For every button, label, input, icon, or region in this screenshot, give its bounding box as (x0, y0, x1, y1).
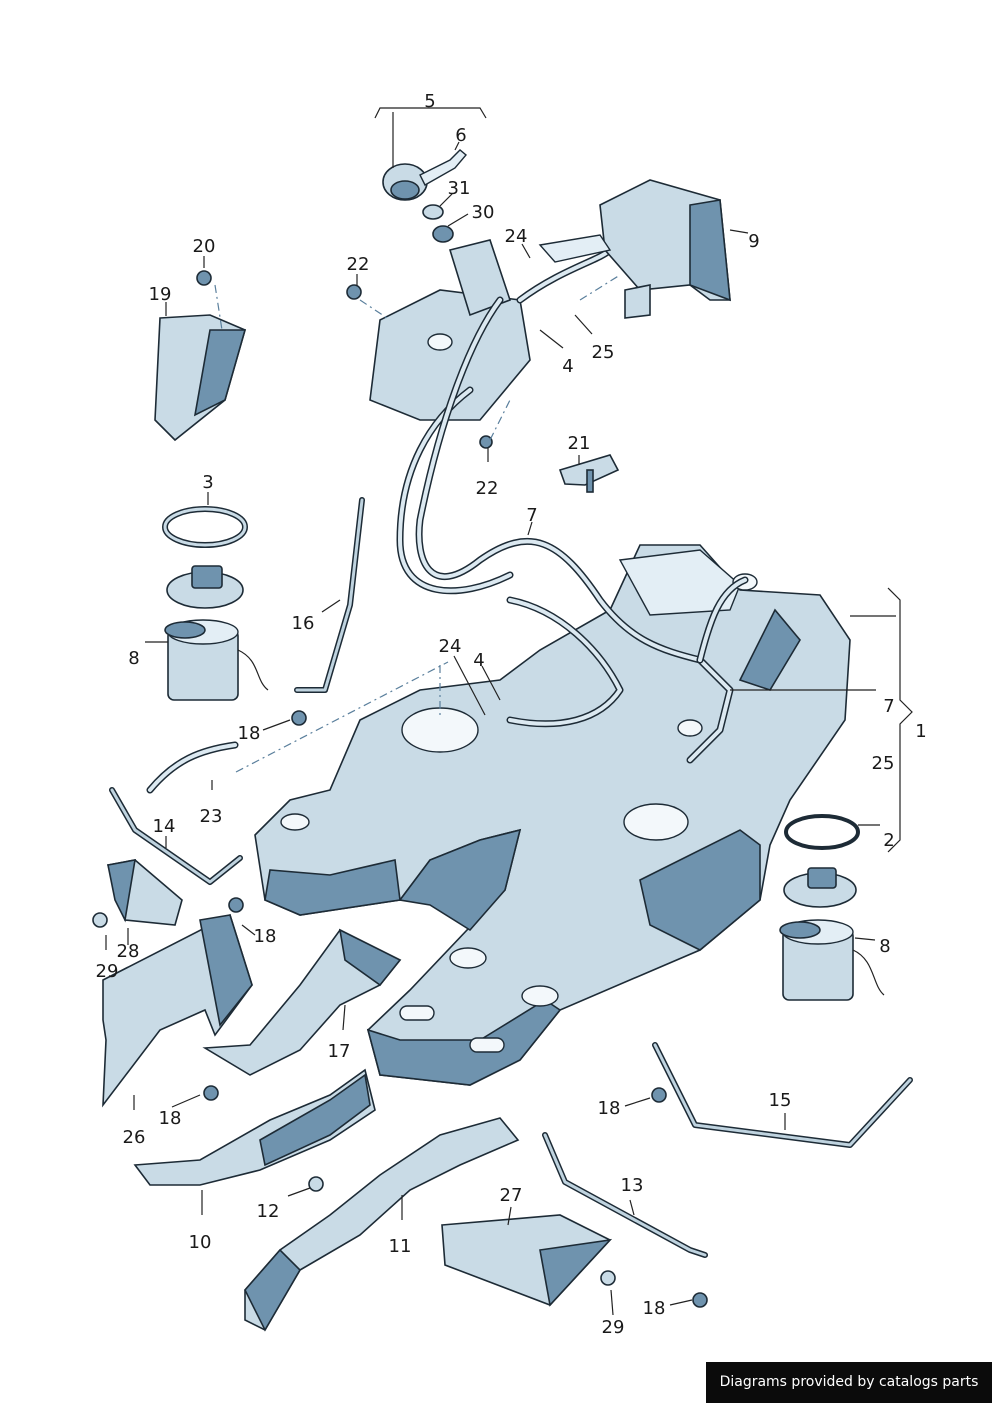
shield-26 (102, 913, 253, 1108)
shield-11 (244, 1117, 520, 1332)
fuel-pump-left (164, 565, 269, 701)
callout-21: 21 (568, 433, 591, 454)
callout-31: 31 (448, 178, 471, 199)
callout-9: 9 (748, 231, 759, 252)
callout-18e: 18 (643, 1298, 666, 1319)
shield-28 (106, 859, 183, 926)
callout-4a: 4 (562, 356, 573, 377)
callout-1: 1 (915, 721, 926, 742)
callout-27: 27 (500, 1185, 523, 1206)
callout-19: 19 (149, 284, 172, 305)
callout-10: 10 (189, 1232, 212, 1253)
callout-3: 3 (202, 472, 213, 493)
shield-10 (133, 1068, 376, 1186)
strap-15 (652, 1042, 913, 1148)
callout-28: 28 (117, 941, 140, 962)
callout-11: 11 (389, 1236, 412, 1257)
callout-22b: 22 (476, 478, 499, 499)
shield-27 (441, 1214, 613, 1307)
fuel-pump-right (779, 867, 885, 1001)
fastener-hardware (92, 270, 708, 1308)
pipe-clip-21 (558, 454, 620, 493)
strap-14 (109, 787, 243, 885)
callout-15: 15 (769, 1090, 792, 1111)
leader-lines (105, 107, 913, 1316)
strap-13 (542, 1132, 708, 1258)
assembly-guides (214, 274, 621, 773)
callout-7b: 7 (883, 696, 894, 717)
sealing-ring-2 (784, 814, 860, 850)
credit-banner: Diagrams provided by catalogs parts (706, 1362, 992, 1403)
callout-18a: 18 (238, 723, 261, 744)
callout-7a: 7 (526, 505, 537, 526)
callout-22a: 22 (347, 254, 370, 275)
callout-14: 14 (153, 816, 176, 837)
callout-17: 17 (328, 1041, 351, 1062)
callout-4b: 4 (473, 650, 484, 671)
callout-24b: 24 (439, 636, 462, 657)
carbon-canister (538, 179, 731, 319)
callout-25a: 25 (592, 342, 615, 363)
callout-labels: 5 6 31 30 24 9 20 22 19 25 4 21 22 3 7 1… (96, 91, 927, 1338)
callout-18b: 18 (254, 926, 277, 947)
heat-shield-19 (154, 314, 247, 442)
callout-12: 12 (257, 1201, 280, 1222)
callout-25b: 25 (872, 753, 895, 774)
callout-29b: 29 (602, 1317, 625, 1338)
strap-16 (294, 497, 365, 693)
shield-17 (202, 928, 402, 1076)
callout-18c: 18 (598, 1098, 621, 1119)
callout-18d: 18 (159, 1108, 182, 1129)
callout-5: 5 (424, 91, 435, 112)
callout-6: 6 (455, 125, 466, 146)
filler-cap (382, 149, 467, 243)
callout-16: 16 (292, 613, 315, 634)
line-holder-23 (146, 741, 239, 794)
callout-13: 13 (621, 1175, 644, 1196)
fuel-lines (415, 246, 749, 764)
callout-8a: 8 (128, 648, 139, 669)
fuel-tank (254, 544, 851, 1086)
callout-20: 20 (193, 236, 216, 257)
callout-8b: 8 (879, 936, 890, 957)
callout-26: 26 (123, 1127, 146, 1148)
callout-24a: 24 (505, 226, 528, 247)
callout-23: 23 (200, 806, 223, 827)
sealing-ring-3-inner (163, 507, 247, 547)
callout-29a: 29 (96, 961, 119, 982)
callout-2: 2 (883, 830, 894, 851)
filler-neck (369, 239, 531, 595)
callout-30: 30 (472, 202, 495, 223)
